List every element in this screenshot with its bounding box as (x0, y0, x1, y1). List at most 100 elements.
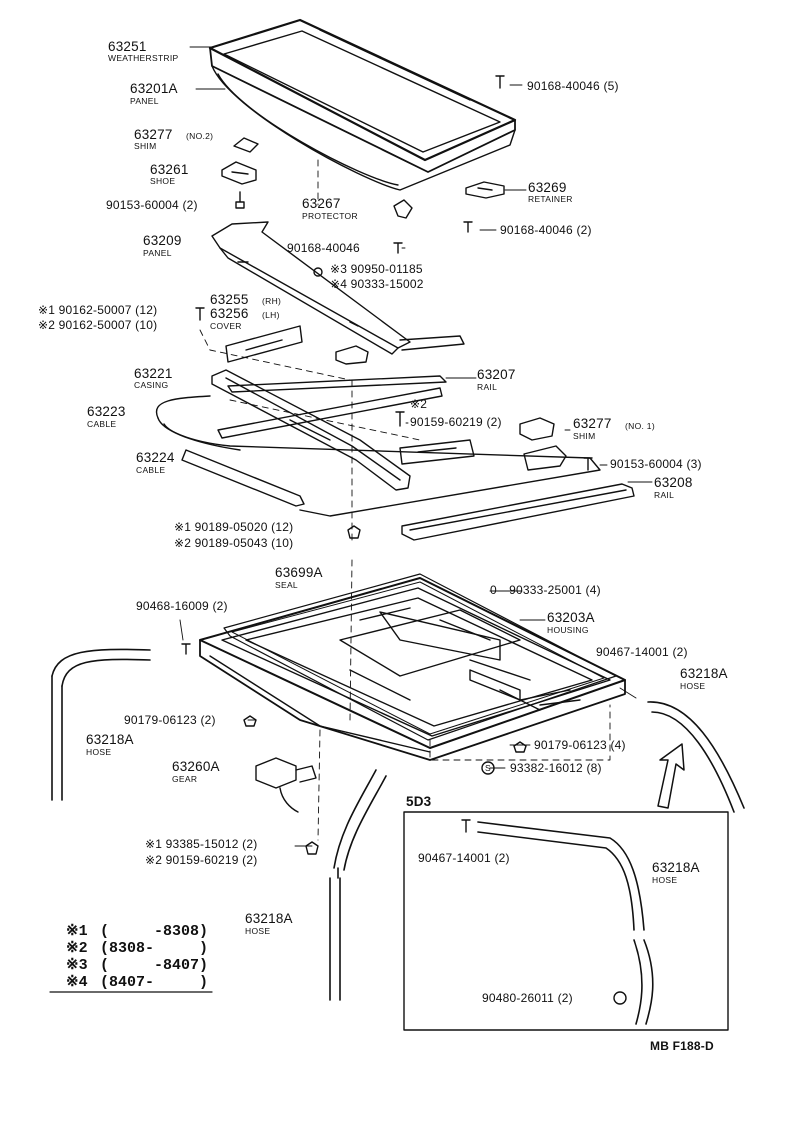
clamp-90467-right-label: 90467-14001 (2) (596, 645, 688, 659)
nut-90179-right-label: 90179-06123 (4) (534, 738, 626, 752)
shoe-name: SHOE (150, 176, 176, 186)
screw-93382-marker: S (485, 763, 491, 773)
screw-1-label: ※1 90162-50007 (12) (38, 303, 158, 317)
protector-number: 63267 (302, 196, 341, 211)
screw-90159-mid-label: 90159-60219 (2) (410, 415, 502, 429)
cable-a-number: 63223 (87, 404, 126, 419)
inset-hose-number: 63218A (652, 860, 700, 875)
protector-drawing (393, 199, 413, 219)
panel-b-number: 63209 (143, 233, 182, 248)
cable-a-name: CABLE (87, 419, 117, 429)
bolt-90153-right-label: 90153-60004 (3) (610, 457, 702, 471)
cover-number-rh: 63255 (210, 292, 249, 307)
shoe-drawing (221, 161, 257, 185)
panel-b-name: PANEL (143, 248, 172, 258)
screw-top-label: 90168-40046 (5) (527, 79, 619, 93)
weatherstrip-name: WEATHERSTRIP (108, 53, 179, 63)
shim-no2-drawing (233, 137, 259, 153)
retainer-name: RETAINER (528, 194, 573, 204)
hose-right-number: 63218A (680, 666, 728, 681)
cover-drawing (225, 325, 475, 465)
leader-lines (179, 46, 653, 847)
seal-name: SEAL (275, 580, 298, 590)
nut-1-label: ※1 90189-05020 (12) (174, 520, 294, 534)
screw-93385-label: ※1 93385-15012 (2) (145, 837, 258, 851)
retainer-drawing (465, 181, 505, 199)
legend-text-1: ( -8308) (100, 923, 209, 940)
rail-63207-drawing (217, 375, 447, 439)
screw-90159-bottom-label: ※2 90159-60219 (2) (145, 853, 258, 867)
nut-2-label: ※2 90189-05043 (10) (174, 536, 294, 550)
casing-number: 63221 (134, 366, 173, 381)
inset-clamp-label: 90467-14001 (2) (418, 851, 510, 865)
screw-2-label: ※2 90162-50007 (10) (38, 318, 158, 332)
casing-name: CASING (134, 380, 169, 390)
inset-hose-name: HOSE (652, 875, 678, 885)
shim-no1-name: SHIM (573, 431, 596, 441)
hose-right-name: HOSE (680, 681, 706, 691)
seal-number: 63699A (275, 565, 323, 580)
hose-bottom-name: HOSE (245, 926, 271, 936)
housing-drawing (199, 577, 626, 761)
hose-left-number: 63218A (86, 732, 134, 747)
cover-number-lh: 63256 (210, 306, 249, 321)
shim-no2-number: 63277 (134, 127, 173, 142)
screw-mid-label: 90168-40046 (287, 241, 360, 255)
legend-mark-3: ※3 (66, 957, 88, 974)
hose-bottom-number: 63218A (245, 911, 293, 926)
protector-name: PROTECTOR (302, 211, 358, 221)
rail-63208-drawing (401, 483, 635, 541)
screw-93382-label: 93382-16012 (8) (510, 761, 602, 775)
figure-code: MB F188-D (650, 1039, 714, 1053)
rail-b-name: RAIL (654, 490, 675, 500)
cable-b-number: 63224 (136, 450, 175, 465)
inset-box-drawing (403, 811, 729, 1031)
shoe-number: 63261 (150, 162, 189, 177)
rail-a-name: RAIL (477, 382, 498, 392)
glass-panel-drawing (208, 18, 517, 191)
cover-rh: (RH) (262, 296, 282, 306)
nut-90179-left-label: 90179-06123 (2) (124, 713, 216, 727)
weatherstrip-number: 63251 (108, 39, 147, 54)
rail-b-number: 63208 (654, 475, 693, 490)
rail-a-number: 63207 (477, 367, 516, 382)
retainer-number: 63269 (528, 180, 567, 195)
gear-drawing (255, 757, 317, 813)
mark-2-label: ※2 (410, 397, 428, 411)
seal-drawing (223, 573, 617, 741)
gear-number: 63260A (172, 759, 220, 774)
housing-name: HOUSING (547, 625, 589, 635)
legend-mark-1: ※1 (66, 923, 88, 940)
casing-drawing (211, 369, 411, 491)
legend-text-3: ( -8407) (100, 957, 209, 974)
screw-right-label: 90168-40046 (2) (500, 223, 592, 237)
cover-name: COVER (210, 321, 242, 331)
clamp-90468-label: 90468-16009 (2) (136, 599, 228, 613)
hose-drawings (51, 648, 745, 1001)
panel-a-number: 63201A (130, 81, 178, 96)
legend-text-4: (8407- ) (100, 974, 209, 991)
shim-no1-variant: (NO. 1) (625, 421, 655, 431)
clip-3-label: ※3 90950-01185 (330, 262, 423, 276)
shim-no1-drawing (519, 417, 567, 471)
legend-mark-4: ※4 (66, 974, 88, 991)
clip-90333-label: 0—90333-25001 (4) (490, 583, 601, 597)
hose-left-name: HOSE (86, 747, 112, 757)
panel-a-name: PANEL (130, 96, 159, 106)
cable-b-name: CABLE (136, 465, 166, 475)
inset-title: 5D3 (406, 794, 432, 809)
housing-number: 63203A (547, 610, 595, 625)
inset-grommet-label: 90480-26011 (2) (482, 991, 573, 1005)
legend-text-2: (8308- ) (100, 940, 209, 957)
bolt-90153-left-label: 90153-60004 (2) (106, 198, 198, 212)
legend-mark-2: ※2 (66, 940, 88, 957)
clip-4-label: ※4 90333-15002 (330, 277, 424, 291)
deflector-panel-drawing (211, 221, 465, 355)
shim-no1-number: 63277 (573, 416, 612, 431)
gear-name: GEAR (172, 774, 198, 784)
direction-arrow-drawing (657, 743, 685, 809)
shim-no2-name: SHIM (134, 141, 157, 151)
cable-drawing (155, 395, 601, 517)
